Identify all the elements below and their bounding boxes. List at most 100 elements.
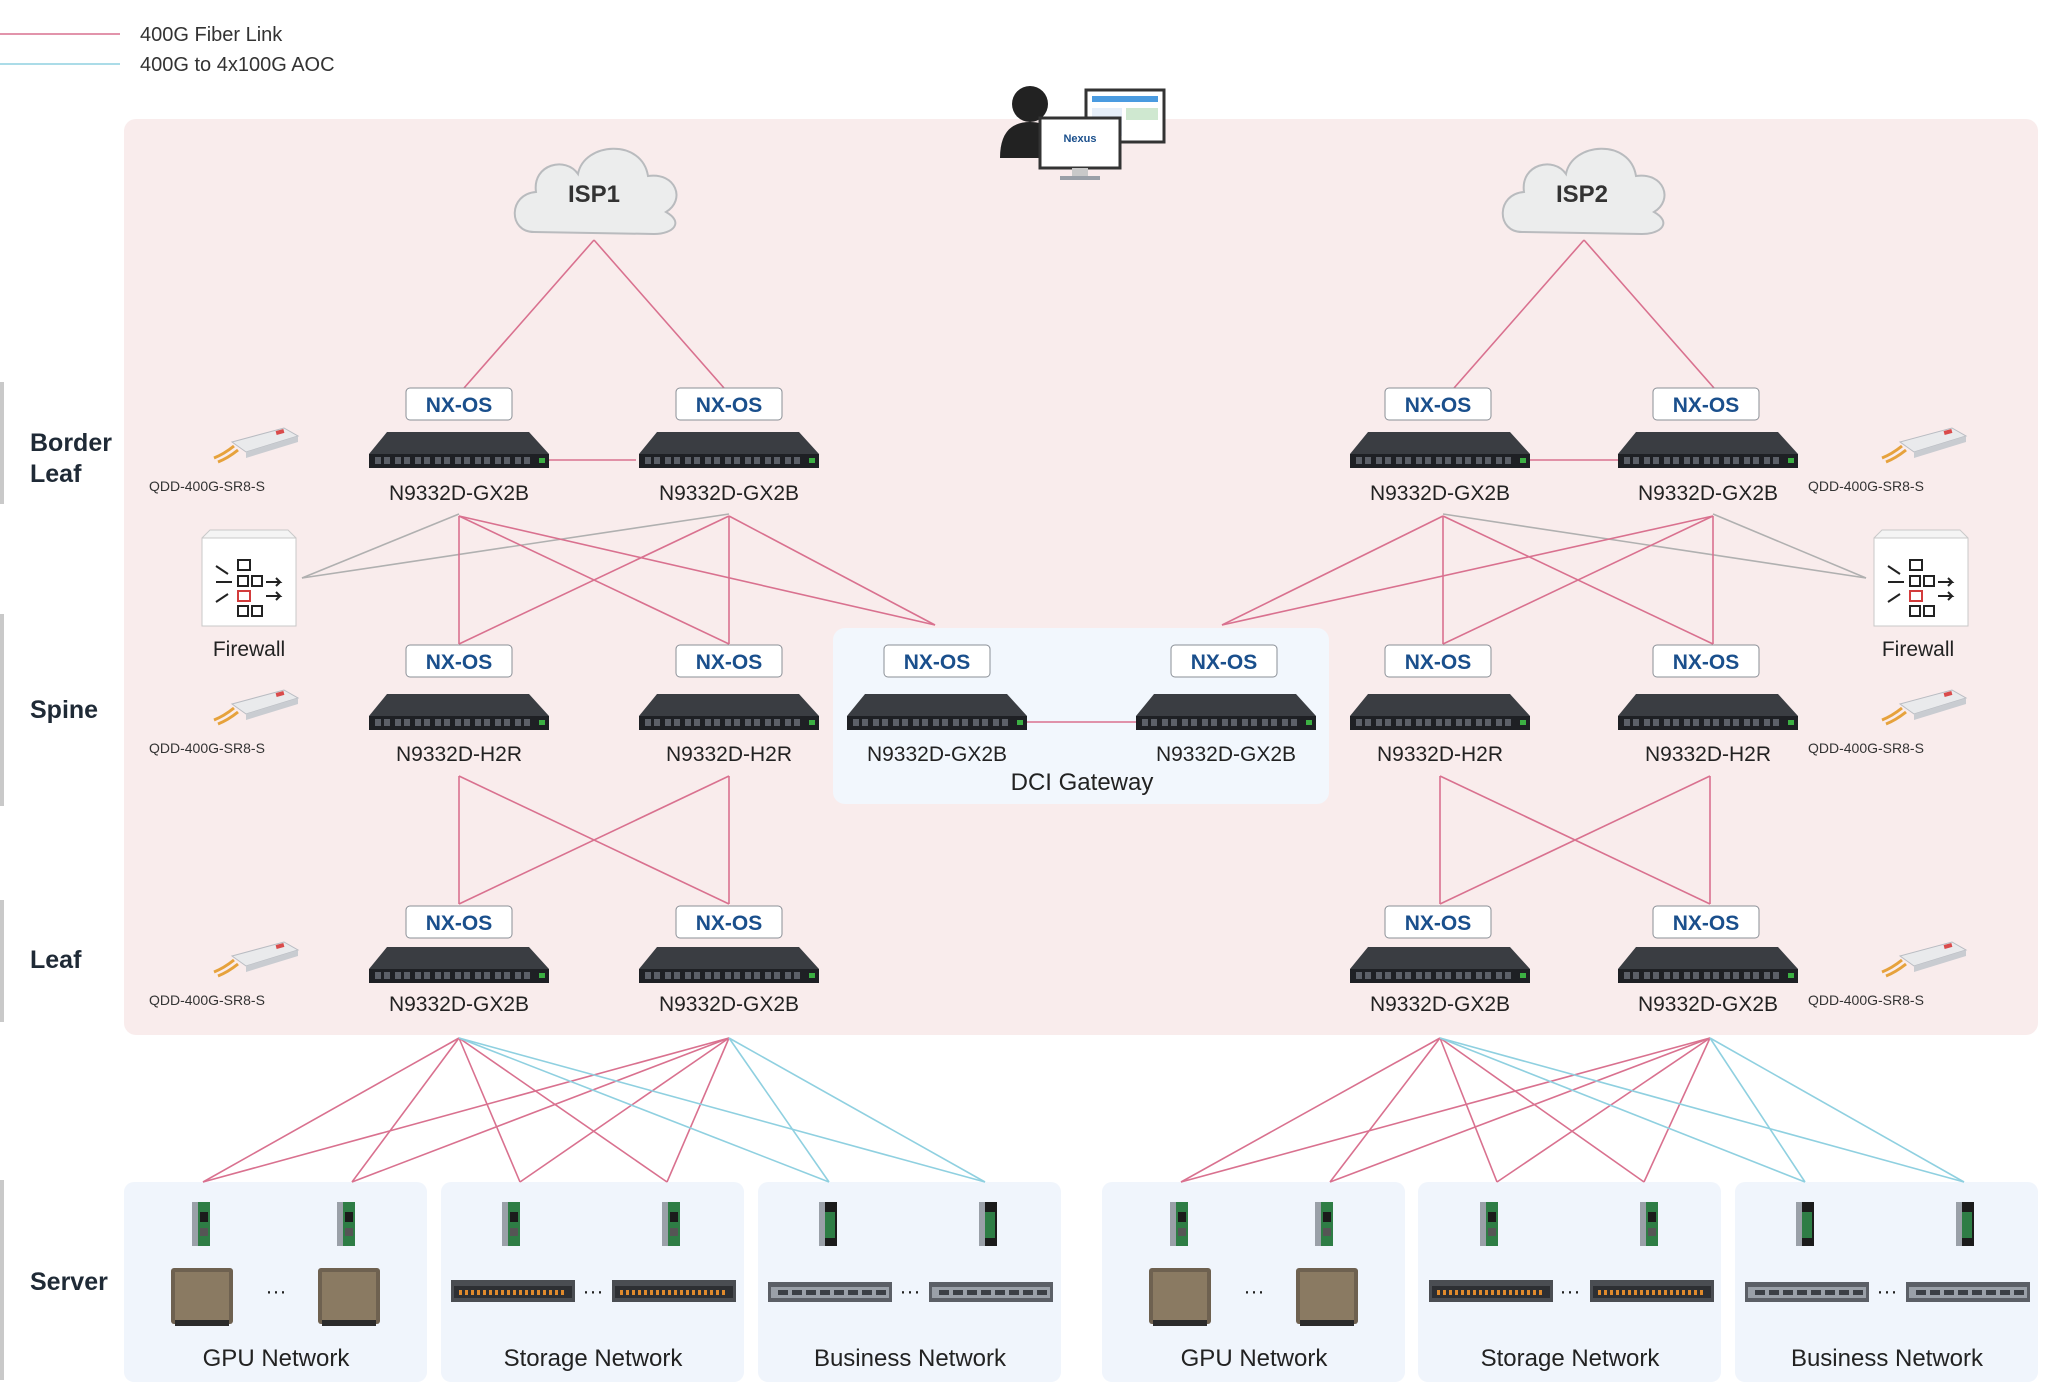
monitor-icon (1038, 116, 1122, 170)
optic-leaf-left-label: QDD-400G-SR8-S (149, 992, 265, 1008)
layer-labels: Border Leaf Spine Leaf Server (0, 382, 112, 1380)
nxos-badge: NX-OS (696, 912, 763, 935)
firewall-left (201, 529, 297, 627)
legend: 400G Fiber Link 400G to 4x100G AOC (0, 24, 335, 76)
legend-fiber-label: 400G Fiber Link (140, 24, 283, 46)
switch-leaf-3: NX-OS N9332D-GX2B (1350, 905, 1530, 1016)
gpu-server-icon (318, 1268, 380, 1326)
isp2-label: ISP2 (1556, 181, 1608, 208)
server-group-storage-left: ··· Storage Network (451, 1202, 736, 1372)
nic-icon (1480, 1202, 1498, 1246)
switch-spine-4: NX-OS N9332D-H2R (1618, 644, 1798, 766)
switch-dci-2: NX-OS N9332D-GX2B (1136, 644, 1316, 766)
links (202, 239, 1965, 1183)
switch-model-label: N9332D-GX2B (1370, 993, 1510, 1016)
storage-server-icon (1590, 1280, 1714, 1302)
optic-spine-left-label: QDD-400G-SR8-S (149, 740, 265, 756)
border-spine-links (458, 515, 1714, 723)
ellipsis: ··· (900, 1280, 921, 1303)
nic-icon (979, 1202, 997, 1246)
storage-server-icon (1429, 1280, 1553, 1302)
nic-icon (1640, 1202, 1658, 1246)
server-group-label: GPU Network (203, 1345, 351, 1372)
nxos-badge: NX-OS (904, 651, 971, 674)
business-server-icon (768, 1282, 892, 1302)
server-group-label: Storage Network (1481, 1345, 1661, 1372)
switch-model-label: N9332D-GX2B (1370, 482, 1510, 505)
switch-leaf-2: NX-OS N9332D-GX2B (639, 905, 819, 1016)
switch-border-leaf-2: NX-OS N9332D-GX2B (639, 387, 819, 505)
nic-icon (192, 1202, 210, 1246)
nxos-badge: NX-OS (1405, 651, 1472, 674)
gpu-server-icon (1149, 1268, 1211, 1326)
nic-icon (819, 1202, 837, 1246)
switch-leaf-1: NX-OS N9332D-GX2B (369, 905, 549, 1016)
server-groups: ··· GPU Network ··· Storage Network ··· … (171, 1202, 2030, 1372)
switch-model-label: N9332D-H2R (666, 743, 792, 766)
switch-spine-3: NX-OS N9332D-H2R (1350, 644, 1530, 766)
switch-spine-1: NX-OS N9332D-H2R (369, 644, 549, 766)
nxos-badge: NX-OS (1673, 394, 1740, 417)
user-icon (1012, 86, 1048, 122)
isp1-label: ISP1 (568, 181, 620, 208)
storage-server-icon (451, 1280, 575, 1302)
switch-spine-2: NX-OS N9332D-H2R (639, 644, 819, 766)
leaf-server-aoc-links (458, 1037, 1965, 1183)
spine-bar (0, 614, 4, 806)
firewall-right-label: Firewall (1882, 638, 1954, 661)
business-server-icon (1745, 1282, 1869, 1302)
switch-model-label: N9332D-GX2B (389, 993, 529, 1016)
server-group-label: Storage Network (504, 1345, 684, 1372)
layer-spine: Spine (30, 696, 98, 724)
nxos-badge: NX-OS (696, 651, 763, 674)
nic-icon (662, 1202, 680, 1246)
nic-icon (1956, 1202, 1974, 1246)
firewall-links (301, 513, 1867, 579)
ellipsis: ··· (1560, 1280, 1581, 1303)
nxos-badge: NX-OS (1405, 912, 1472, 935)
optic-spine-right-label: QDD-400G-SR8-S (1808, 740, 1924, 756)
monitor-label: Nexus (1063, 133, 1096, 145)
layer-border-leaf-line1: Border (30, 429, 112, 457)
firewall-right (1873, 529, 1969, 627)
firewall-left-label: Firewall (213, 638, 285, 661)
nic-icon (337, 1202, 355, 1246)
server-group-gpu-right: ··· GPU Network (1149, 1202, 1358, 1372)
switch-model-label: N9332D-GX2B (659, 482, 799, 505)
switch-model-label: N9332D-GX2B (389, 482, 529, 505)
switch-border-leaf-1: NX-OS N9332D-GX2B (369, 387, 549, 505)
business-server-icon (1906, 1282, 2030, 1302)
server-group-label: GPU Network (1181, 1345, 1329, 1372)
server-group-storage-right: ··· Storage Network (1429, 1202, 1714, 1372)
switches: NX-OS N9332D-GX2B NX-OS N9332D-GX2B NX-O… (369, 387, 1798, 1016)
nxos-badge: NX-OS (426, 394, 493, 417)
switch-model-label: N9332D-H2R (396, 743, 522, 766)
switch-model-label: N9332D-GX2B (659, 993, 799, 1016)
layer-leaf: Leaf (30, 946, 82, 974)
server-group-business-right: ··· Business Network (1745, 1202, 2030, 1372)
nxos-badge: NX-OS (1673, 651, 1740, 674)
switch-border-leaf-3: NX-OS N9332D-GX2B (1350, 387, 1530, 505)
switch-model-label: N9332D-GX2B (1156, 743, 1296, 766)
gpu-server-icon (171, 1268, 233, 1326)
server-bar (0, 1180, 4, 1380)
switch-dci-1: NX-OS N9332D-GX2B (847, 644, 1027, 766)
switch-model-label: N9332D-GX2B (867, 743, 1007, 766)
fabric-zone (124, 119, 2038, 1035)
layer-server: Server (30, 1268, 108, 1296)
gpu-server-icon (1296, 1268, 1358, 1326)
nic-icon (502, 1202, 520, 1246)
switch-model-label: N9332D-H2R (1645, 743, 1771, 766)
switch-border-leaf-4: NX-OS N9332D-GX2B (1618, 387, 1798, 505)
nic-icon (1315, 1202, 1333, 1246)
nic-icon (1170, 1202, 1188, 1246)
dci-gateway-label: DCI Gateway (1011, 769, 1154, 796)
ellipsis: ··· (1244, 1280, 1265, 1303)
ellipsis: ··· (1877, 1280, 1898, 1303)
nxos-badge: NX-OS (426, 651, 493, 674)
border-leaf-bar (0, 382, 4, 504)
leaf-server-fiber-links (202, 1037, 1711, 1183)
ellipsis: ··· (266, 1280, 287, 1303)
business-server-icon (929, 1282, 1053, 1302)
